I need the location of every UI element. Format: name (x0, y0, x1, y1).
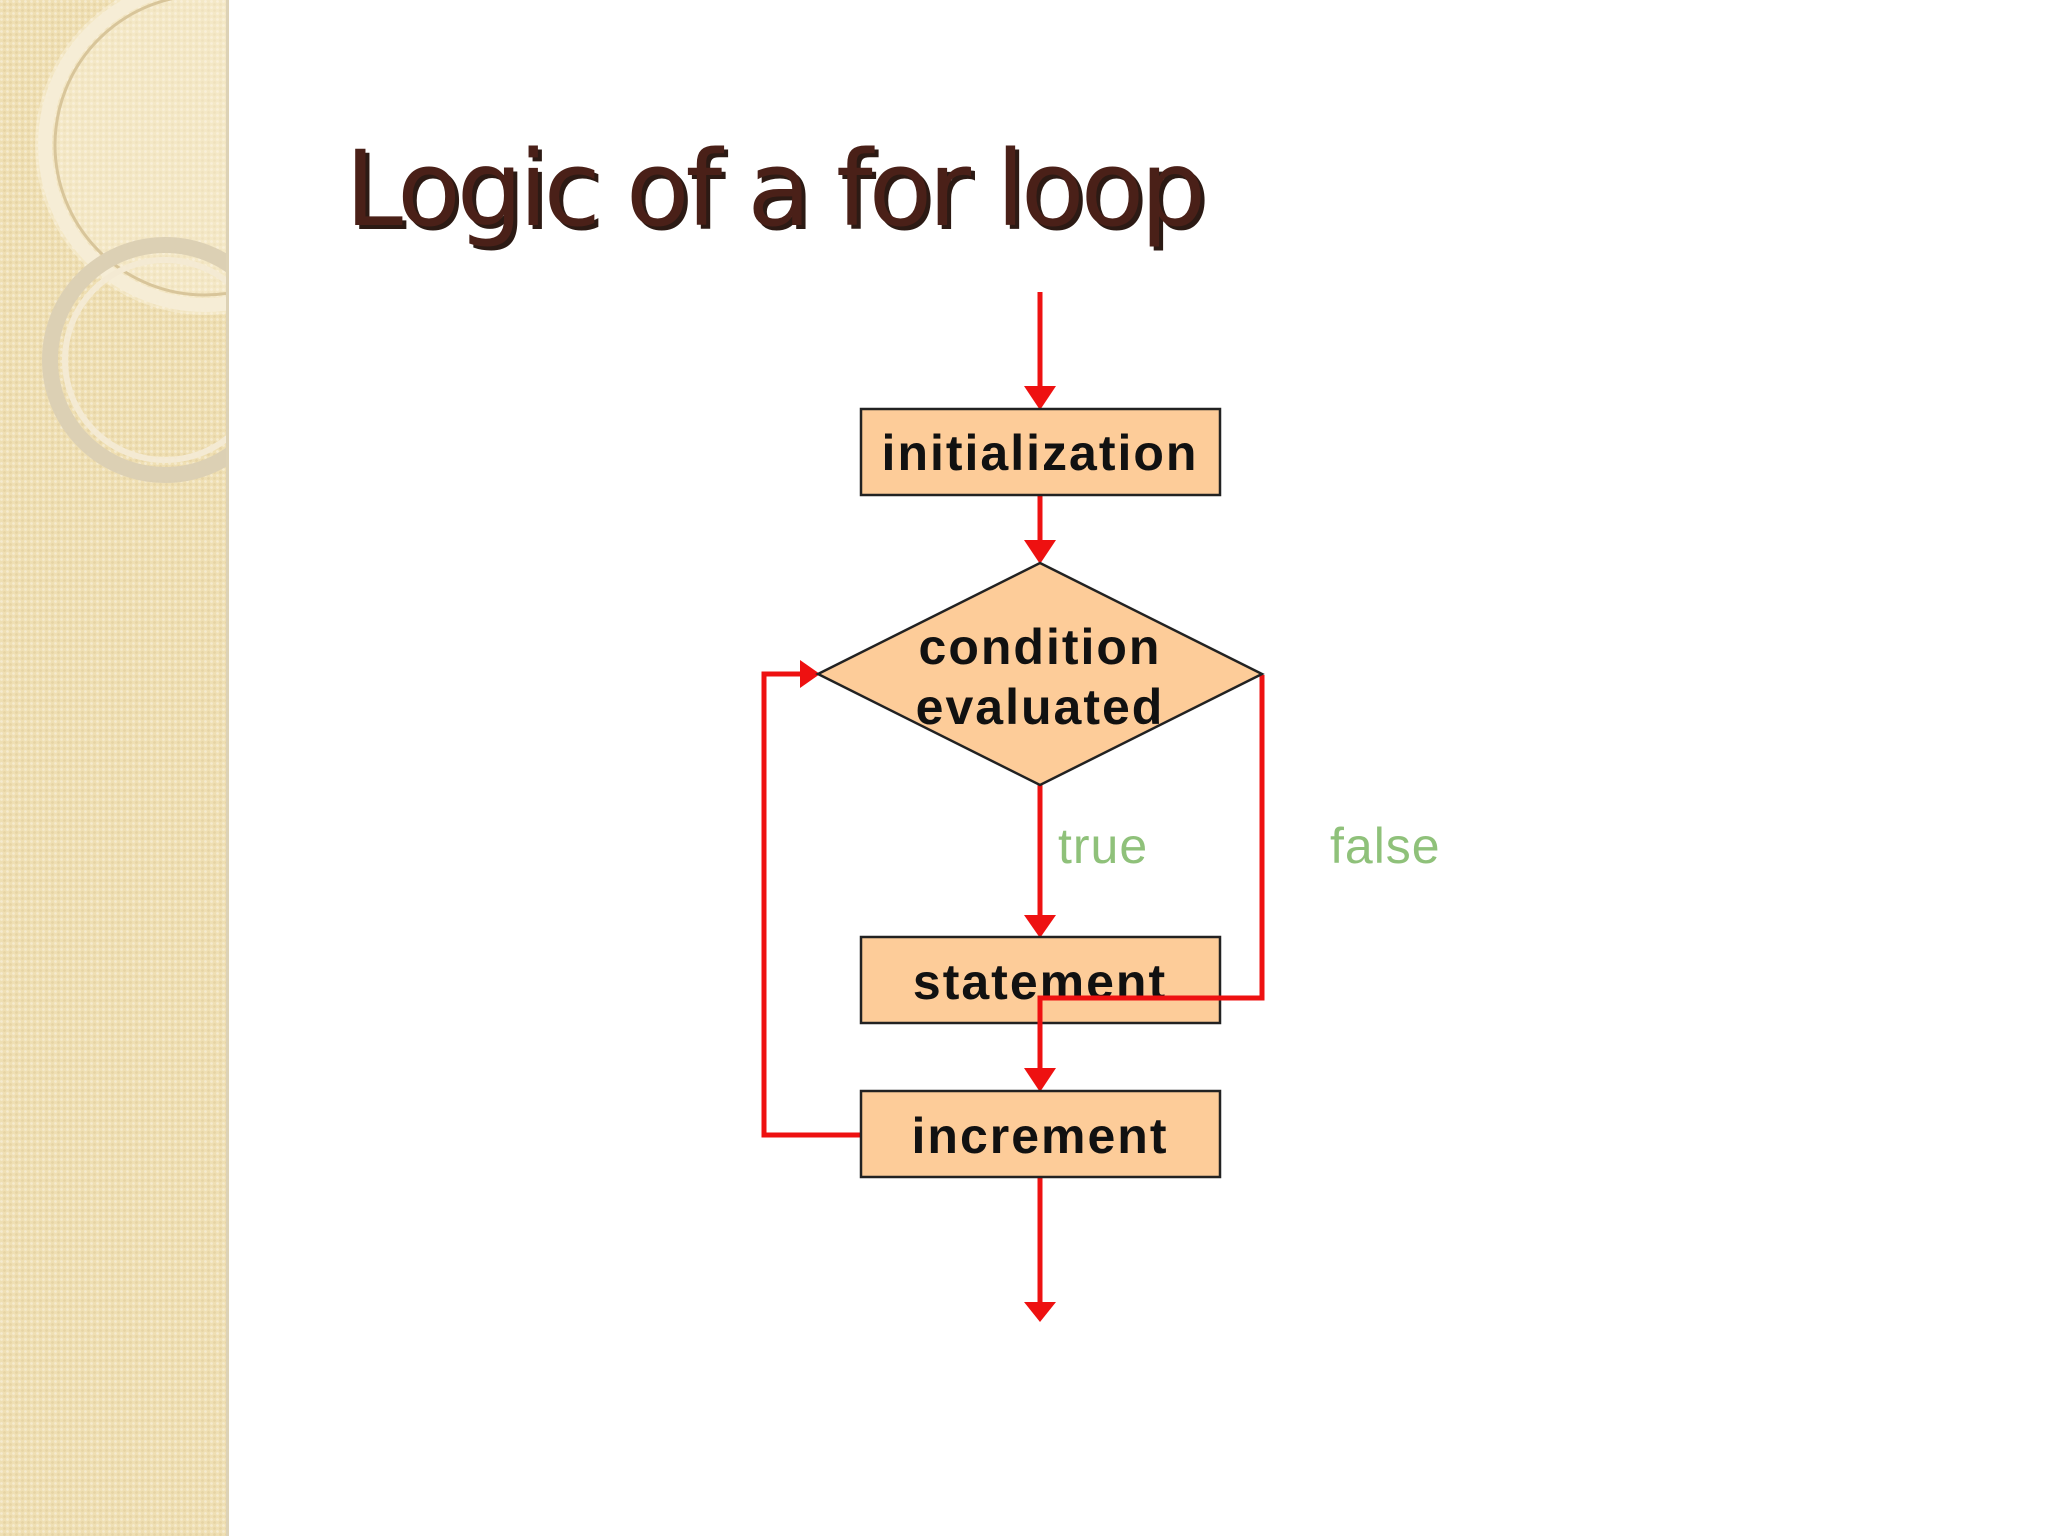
initialization-label: initialization (882, 425, 1199, 481)
false-branch-arrowhead (1024, 1068, 1056, 1092)
node-condition: condition evaluated (815, 561, 1265, 787)
sidebar-small-ring (42, 237, 226, 483)
initialization-box (859, 407, 1222, 497)
increment-box (859, 1089, 1222, 1179)
decorative-sidebar (0, 0, 229, 1536)
sidebar-small-ring-inner (62, 257, 226, 463)
loop-back-arrow (761, 671, 862, 1138)
loop-back-arrowhead (800, 660, 820, 688)
entry-arrowhead (1024, 386, 1056, 410)
node-initialization: initialization (859, 407, 1222, 497)
init-to-condition-arrowhead (1024, 540, 1056, 564)
exit-arrowhead (1024, 1302, 1056, 1322)
sidebar-large-ring-edge (53, 0, 226, 297)
condition-label-line1: condition (919, 619, 1162, 675)
increment-label: increment (912, 1108, 1169, 1164)
sidebar-rings-decoration (35, 0, 226, 483)
node-increment: increment (859, 1089, 1222, 1179)
condition-diamond (815, 561, 1265, 787)
condition-label-line2: evaluated (916, 679, 1165, 735)
sidebar-large-ring (38, 0, 226, 312)
true-branch-arrowhead (1024, 915, 1056, 938)
sidebar-disc (35, 0, 226, 315)
true-branch-label: true (1058, 818, 1148, 874)
slide-title: Logic of a for loop (345, 128, 1206, 250)
false-branch-overlay (1037, 900, 1265, 1068)
false-branch-label: false (1330, 818, 1441, 874)
